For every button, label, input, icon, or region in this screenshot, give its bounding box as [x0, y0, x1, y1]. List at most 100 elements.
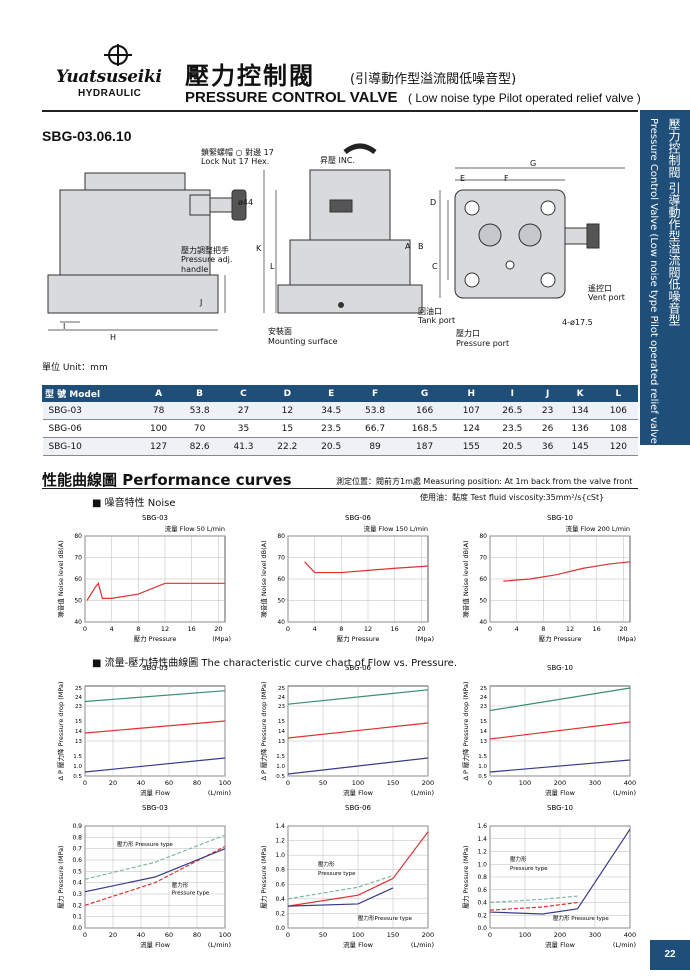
series-line — [287, 887, 394, 907]
y-tick-label: 50 — [74, 598, 82, 605]
x-tick-label: 100 — [219, 931, 231, 939]
y-axis-label: 壓力 Pressure (MPa) — [56, 845, 65, 908]
series-line — [304, 561, 429, 574]
y-tick-label: 70 — [277, 555, 285, 562]
chart-subtitle: 流量 Flow 200 L/min — [565, 524, 630, 533]
spec-cell: 20.5 — [309, 437, 354, 456]
y-tick-label: 80 — [479, 533, 487, 540]
y-tick-label: 1.6 — [477, 823, 487, 830]
y-tick-label: 70 — [479, 555, 487, 562]
x-axis-label: 流量 Flow — [545, 940, 576, 949]
y-tick-label: 0.4 — [477, 900, 487, 907]
y-tick-label: 24 — [75, 695, 82, 701]
y-tick-label: 0.5 — [73, 774, 82, 780]
chart-title: SBG-06 — [345, 664, 372, 672]
chart-title: SBG-06 — [345, 514, 372, 522]
y-tick-label: 14 — [75, 729, 82, 735]
x-tick-label: 12 — [566, 625, 574, 633]
y-tick-label: 1.0 — [478, 764, 487, 770]
spec-cell: SBG-03 — [42, 401, 140, 420]
y-tick-label: 15 — [480, 719, 487, 725]
y-tick-label: 1.5 — [478, 754, 487, 760]
x-tick-label: 4 — [515, 625, 519, 633]
y-tick-label: 1.2 — [477, 849, 487, 856]
x-tick-label: 80 — [193, 779, 201, 787]
dim-I: I — [63, 322, 66, 331]
dim-A: A — [405, 242, 411, 251]
chart-subtitle: 流量 Flow 150 L/min — [363, 524, 428, 533]
y-tick-label: 0.9 — [72, 823, 82, 830]
spec-cell: 100 — [139, 419, 178, 438]
vent-port-label: 遙控口 — [588, 284, 612, 293]
x-tick-label: 16 — [188, 625, 196, 633]
y-tick-label: 23 — [480, 704, 487, 710]
title-cn: 壓力控制閥 — [185, 62, 315, 90]
series-line — [287, 689, 429, 705]
y-tick-label: 0.4 — [275, 896, 285, 903]
x-tick-label: 50 — [319, 931, 327, 939]
y-tick-label: 1.0 — [73, 764, 82, 770]
y-tick-label: 25 — [480, 686, 487, 692]
adj-handle-label: 壓力調整把手 — [181, 246, 229, 255]
dia44-label: ø44 — [238, 198, 254, 207]
y-tick-label: 0.0 — [72, 925, 82, 932]
chart-title: SBG-03 — [142, 804, 168, 812]
x-tick-label: 4 — [313, 625, 317, 633]
spec-header: A — [138, 385, 179, 402]
y-tick-label: 40 — [74, 619, 82, 626]
y-axis-label: 壓力 Pressure (MPa) — [259, 845, 268, 908]
spec-header-row: 型 號 Model A B C D E F G H I J K L — [42, 385, 639, 402]
spec-header: 型 號 Model — [42, 385, 140, 402]
spec-header: B — [177, 385, 223, 402]
fluid-note: 使用油：黏度 Test fluid viscosity:35mm²/s{cSt} — [420, 493, 605, 502]
dim-H: H — [110, 333, 117, 342]
dim-F: F — [504, 174, 509, 183]
spec-cell: 35 — [221, 419, 266, 438]
x-tick-label: 150 — [387, 931, 399, 939]
dim-D: D — [430, 198, 437, 207]
y-tick-label: 1.2 — [275, 838, 285, 845]
x-tick-label: 200 — [554, 779, 566, 787]
side-tab-cn: 壓力控制閥 引導動作型溢流閥低噪音型 — [667, 118, 681, 326]
y-axis-label: Δ P 壓力降 Pressure drop (MPa) — [461, 681, 470, 780]
x-axis-label: 流量 Flow — [140, 940, 171, 949]
page-number: 22 — [650, 940, 690, 970]
curve-annotation: Pressure type — [318, 871, 356, 877]
locknut-label: 鎖緊螺帽 ○ 對邊 17 — [201, 148, 274, 157]
y-axis-label: Δ P 壓力降 Pressure drop (MPa) — [56, 681, 65, 780]
logo-emblem-icon — [104, 44, 132, 66]
curve-annotation: Pressure type — [172, 890, 210, 896]
x-tick-label: 300 — [589, 931, 601, 939]
y-tick-label: 0.3 — [72, 891, 82, 898]
mounting-label-en: Mounting surface — [268, 337, 338, 346]
x-tick-label: 0 — [488, 779, 492, 787]
x-axis-label: 流量 Flow — [545, 788, 576, 797]
spec-cell: 26 — [534, 419, 562, 438]
pressure-port-label: 壓力口 — [456, 329, 480, 338]
y-tick-label: 15 — [75, 719, 82, 725]
y-axis-label: 噪音值 Noise level dB(A) — [461, 540, 470, 617]
series-line — [489, 828, 631, 915]
x-axis-label: 壓力 Pressure — [539, 634, 582, 643]
y-tick-label: 15 — [278, 719, 285, 725]
spec-cell: 12 — [265, 401, 310, 420]
y-tick-label: 0.5 — [478, 774, 487, 780]
x-axis-unit: (Mpa) — [617, 635, 636, 643]
spec-header: I — [489, 385, 535, 402]
dim-L: L — [270, 262, 275, 271]
x-tick-label: 200 — [554, 931, 566, 939]
spec-cell: 66.7 — [353, 419, 397, 438]
spec-cell: 53.8 — [353, 401, 397, 420]
curve-annotation: 壓力形Pressure type — [358, 914, 413, 922]
y-tick-label: 0.5 — [276, 774, 285, 780]
y-tick-label: 13 — [278, 739, 285, 745]
y-tick-label: 0.7 — [72, 846, 82, 853]
spec-header: E — [308, 385, 354, 402]
y-tick-label: 25 — [278, 686, 285, 692]
increase-label: 昇壓 INC. — [320, 156, 356, 165]
vent-port-label-en: Vent port — [588, 293, 625, 302]
x-tick-label: 12 — [161, 625, 169, 633]
side-tab-en: Pressure Control Valve (Low noise type P… — [648, 118, 659, 448]
